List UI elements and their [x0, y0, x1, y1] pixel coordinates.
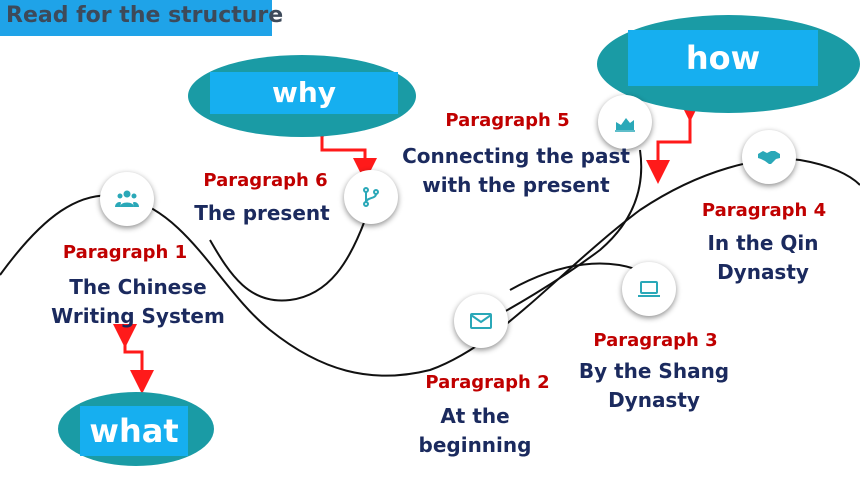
paragraph-4-desc-line1: In the Qin	[707, 231, 819, 255]
title-bar: Read for the structure	[0, 0, 283, 36]
paragraph-5-desc-line1: Connecting the past	[402, 144, 630, 168]
arrow-why	[310, 116, 377, 182]
paragraph-1-desc-line1: The Chinese	[69, 275, 207, 299]
paragraph-2-node	[454, 294, 508, 348]
paragraph-3-label: Paragraph 3	[593, 330, 718, 351]
paragraph-6-desc-line1: The present	[194, 201, 330, 225]
arrow-how	[646, 98, 702, 184]
paragraph-4-node	[742, 130, 796, 184]
branch-curve-p6	[209, 219, 366, 302]
paragraph-4-label: Paragraph 4	[701, 200, 827, 221]
paragraph-3-node	[622, 262, 676, 316]
why-label: why	[210, 72, 398, 114]
paragraph-5-node	[598, 95, 652, 149]
paragraph-6-label: Paragraph 6	[203, 170, 328, 191]
paragraph-2-desc-line1: At the	[440, 404, 510, 428]
paragraph-4-desc-line2: Dynasty	[717, 260, 809, 284]
paragraph-3-desc-line1: By the Shang	[578, 359, 730, 383]
area-chart-icon	[615, 118, 635, 132]
paragraph-6-node	[344, 170, 398, 224]
people-group-icon	[115, 190, 139, 207]
laptop-icon	[638, 281, 660, 297]
paragraph-3-desc-line2: Dynasty	[608, 388, 700, 412]
envelope-icon	[470, 313, 492, 329]
paragraph-5-desc-line2: with the present	[422, 173, 610, 197]
arrow-what	[113, 324, 154, 394]
paragraph-1-desc-line2: Writing System	[51, 304, 225, 328]
page-title: Read for the structure	[6, 3, 284, 28]
handshake-icon	[758, 151, 780, 164]
paragraph-2-label: Paragraph 2	[425, 372, 550, 393]
paragraph-2-desc-line2: beginning	[418, 433, 532, 457]
what-label: what	[80, 406, 188, 456]
paragraph-5-label: Paragraph 5	[445, 110, 570, 131]
how-label: how	[628, 30, 818, 86]
paragraph-1-label: Paragraph 1	[62, 242, 188, 263]
paragraph-1-node	[100, 172, 154, 226]
branch-icon	[363, 187, 379, 207]
